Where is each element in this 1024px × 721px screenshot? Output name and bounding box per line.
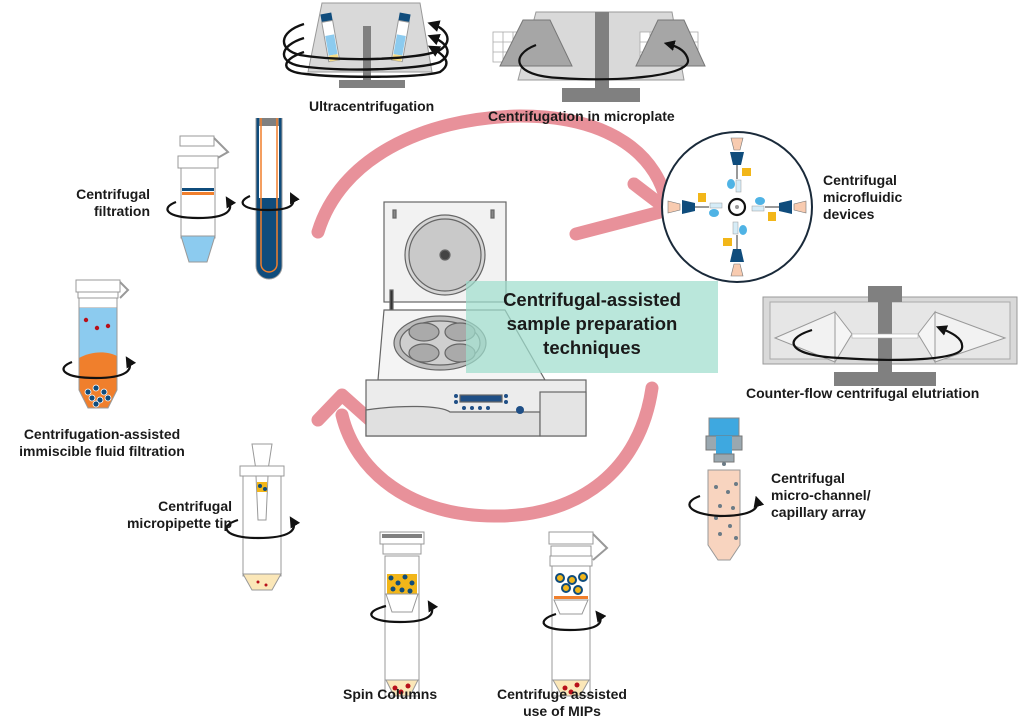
title-line: Centrifugal-assisted [503,289,681,310]
cycle-arrow-bottom [311,381,659,523]
ultracentrifugation-illustration [282,2,449,88]
immiscible-fluid-tube-illustration [62,279,137,409]
label-micropipette-tip: Centrifugal micropipette tip [126,498,232,531]
spin-column-illustration [370,531,439,697]
label-microplate: Centrifugation in microplate [488,108,675,124]
label-capillary-array: Centrifugal micro-channel/ capillary arr… [771,470,871,520]
mips-tube-illustration [542,531,609,697]
label-ultracentrifugation: Ultracentrifugation [309,98,435,114]
microfluidic-disk-illustration [661,131,813,283]
title-line: sample preparation [506,313,678,334]
label-elutriation: Counter-flow centrifugal elutriation [746,385,980,401]
label-immiscible-fluid: Centrifugation-assisted immiscible fluid… [19,426,185,459]
label-spin-columns: Spin Columns [343,686,438,702]
microplate-illustration [492,11,706,102]
centrifuge-illustration [365,201,587,437]
label-filtration: Centrifugal filtration [76,186,150,219]
filtration-tube-illustration [166,135,237,263]
diagram-title: Centrifugal-assisted sample preparation … [466,288,718,360]
label-mips: Centrifuge assisted use of MIPs [497,686,627,719]
title-line: techniques [543,337,641,358]
capillary-array-illustration [688,417,765,561]
micropipette-tip-illustration [225,443,301,591]
ultrafiltration-tube-illustration [241,118,300,280]
title-box [466,281,718,373]
elutriation-illustration [762,286,1018,386]
label-microfluidic: Centrifugal microfluidic devices [823,172,903,222]
